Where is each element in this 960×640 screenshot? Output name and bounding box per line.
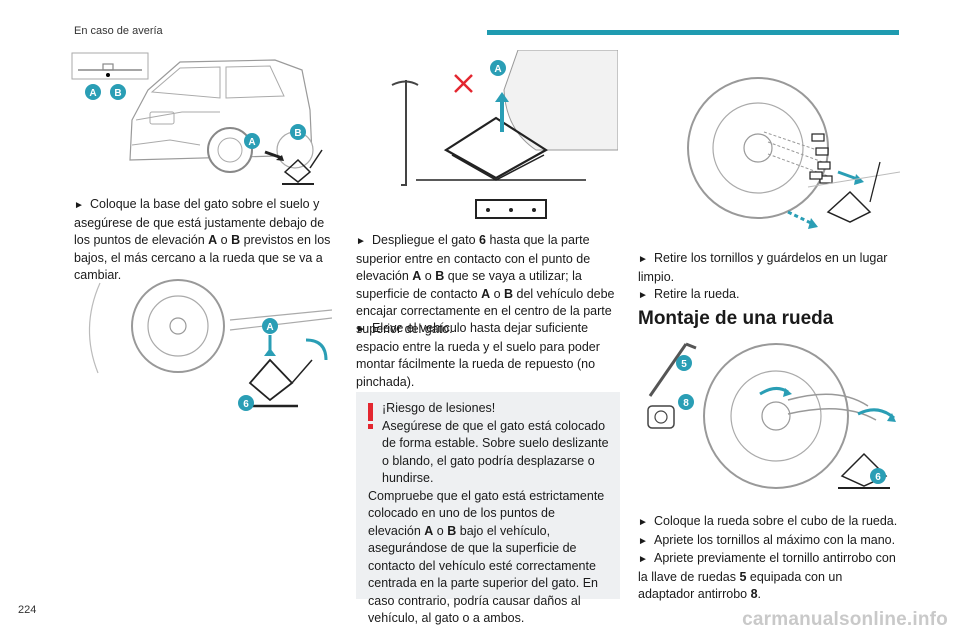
svg-text:B: B [294,128,301,139]
bullet-arrow: ► [356,236,366,247]
section-title: Montaje de una rueda [638,308,834,329]
illustration-jack-under-wheel: A 6 [70,278,332,418]
col2-paragraph-1: ►Despliegue el gato 6 hasta que la parte… [356,233,615,336]
svg-text:A: A [89,88,96,99]
bullet-arrow: ► [638,535,648,547]
svg-text:A: A [266,322,273,333]
svg-text:8: 8 [683,398,689,409]
badge-a: A [262,318,278,334]
col3-paragraph-1: ►Retire los tornillos y guárdelos en un … [638,250,900,305]
illustration-jack-closeup: A [356,50,618,222]
badge-a: A [490,60,506,76]
badge-8: 8 [678,394,694,410]
col1-paragraph: ►Coloque la base del gato sobre el suelo… [74,197,331,282]
badge-b-2: B [290,124,306,140]
page-number: 224 [18,604,37,616]
bullet-arrow: ► [638,254,648,265]
bullet-arrow: ► [638,290,648,301]
warning-title: ¡Riesgo de lesiones! [382,401,496,415]
bullet-arrow: ► [356,324,366,335]
warning-box: ¡Riesgo de lesiones! Asegúrese de que el… [356,392,620,625]
illustration-remove-bolts [638,62,900,240]
bullet-arrow: ► [74,200,84,211]
svg-text:5: 5 [681,359,687,370]
col2-paragraph-2: ►Eleve el vehículo hasta dejar suficient… [356,321,600,389]
bullet-arrow: ► [638,554,648,565]
badge-a-2: A [244,133,260,149]
watermark: carmanualsonline.info [742,609,948,630]
warning-line-1: Asegúrese de que el gato está colocado d… [382,418,609,486]
badge-6: 6 [870,468,886,484]
illustration-mount-wheel: 5 8 6 [638,336,900,496]
svg-text:6: 6 [243,399,249,410]
svg-text:6: 6 [875,472,881,483]
bullet-arrow: ► [638,517,648,528]
warning-exclamation-icon [368,403,373,429]
badge-6: 6 [238,395,254,411]
badge-b: B [110,84,126,100]
header-accent-bar [487,30,899,35]
illustration-van-lifting-points: A B A B [70,50,332,190]
svg-text:A: A [248,137,255,148]
svg-text:B: B [114,88,121,99]
col3-paragraph-2: ►Coloque la rueda sobre el cubo de la ru… [638,514,898,601]
badge-a: A [85,84,101,100]
warning-line-2: Compruebe que el gato está estrictamente… [368,488,605,626]
section-header: En caso de avería [74,25,163,37]
badge-5: 5 [676,355,692,371]
svg-text:A: A [494,64,501,75]
